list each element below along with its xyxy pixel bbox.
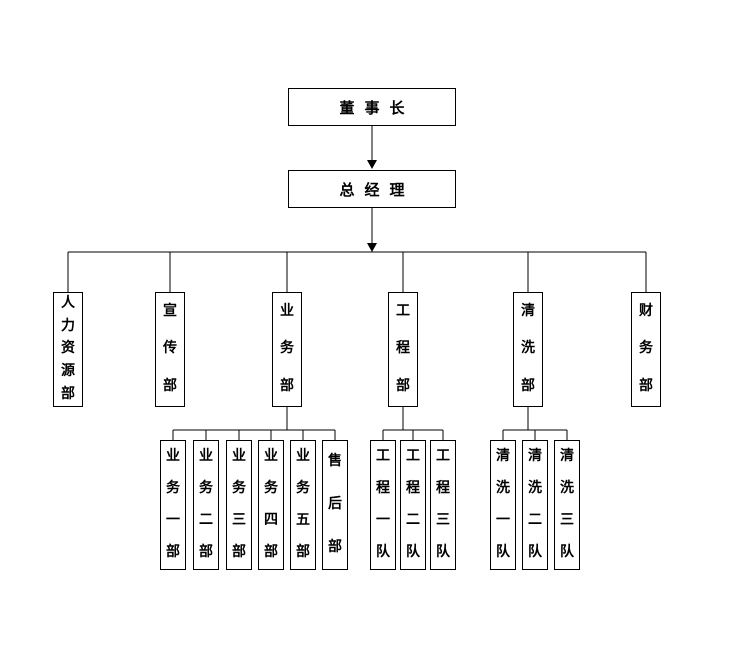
department-box-publicity: 宣传部 [155,292,185,407]
department-box-business: 业务部 [272,292,302,407]
sub-label: 售后部 [328,454,342,555]
sub-label: 工程一队 [376,449,390,560]
sub-label: 业务五部 [296,449,310,560]
department-label: 业务部 [280,303,294,395]
sub-label: 业务三部 [232,449,246,560]
sub-box-cleaning-1: 清洗一队 [490,440,516,570]
chairman-box: 董事长 [288,88,456,126]
sub-label: 清洗一队 [496,449,510,560]
sub-box-business-1: 业务一部 [160,440,186,570]
department-box-cleaning: 清洗部 [513,292,543,407]
general-manager-box: 总经理 [288,170,456,208]
department-box-finance: 财务部 [631,292,661,407]
sub-label: 业务二部 [199,449,213,560]
sub-box-engineering-1: 工程一队 [370,440,396,570]
tree-line [67,126,647,440]
department-box-engineering: 工程部 [388,292,418,407]
sub-box-cleaning-2: 清洗二队 [522,440,548,570]
sub-box-aftersales: 售后部 [322,440,348,570]
department-label: 财务部 [639,303,653,395]
sub-box-business-3: 业务三部 [226,440,252,570]
department-label: 宣传部 [163,303,177,395]
sub-box-engineering-2: 工程二队 [400,440,426,570]
general-manager-label: 总经理 [339,182,415,199]
department-box-hr: 人力资源部 [53,292,83,407]
down-arrow-icon [367,160,377,169]
sub-box-engineering-3: 工程三队 [430,440,456,570]
sub-label: 业务一部 [166,449,180,560]
sub-label: 业务四部 [264,449,278,560]
sub-box-business-2: 业务二部 [193,440,219,570]
department-label: 清洗部 [521,303,535,395]
down-arrow-icon [367,243,377,252]
sub-label: 工程二队 [406,449,420,560]
sub-label: 清洗三队 [560,449,574,560]
department-label: 工程部 [396,303,410,395]
sub-box-business-4: 业务四部 [258,440,284,570]
sub-box-business-5: 业务五部 [290,440,316,570]
sub-label: 清洗二队 [528,449,542,560]
sub-label: 工程三队 [436,449,450,560]
sub-box-cleaning-3: 清洗三队 [554,440,580,570]
chairman-label: 董事长 [339,100,415,117]
department-label: 人力资源部 [61,296,75,402]
